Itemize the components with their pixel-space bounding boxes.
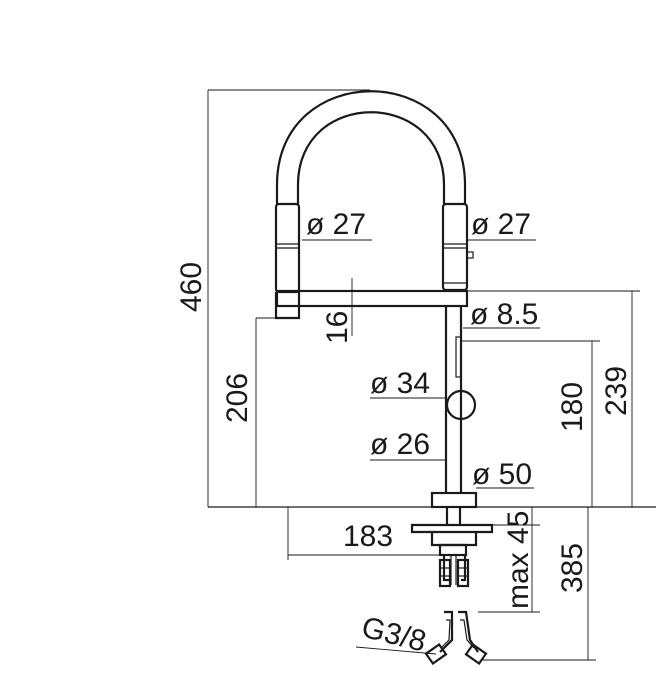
dim-total-height: 460 (175, 262, 208, 312)
dim-reach: 183 (343, 520, 393, 553)
dim-body-height: 180 (556, 382, 589, 432)
dim-spout-height: 239 (600, 366, 633, 416)
dim-max-deck-thickness: max 45 (502, 511, 535, 609)
dim-base-diameter: ø 50 (472, 458, 532, 491)
dim-head-left-diameter: ø 27 (306, 208, 366, 241)
faucet-outline (274, 90, 478, 509)
under-deck-mounting (410, 507, 494, 666)
dim-hose-length: 385 (556, 543, 589, 593)
dim-body-diameter-26: ø 26 (370, 428, 430, 461)
dim-spout-to-base: 206 (221, 373, 254, 423)
dim-handle-diameter: ø 34 (370, 367, 430, 400)
dim-body-diameter-85: ø 8.5 (470, 298, 538, 331)
dimension-lines (207, 89, 640, 661)
dim-connection-thread: G3/8 (358, 611, 429, 659)
dim-spout-thickness: 16 (321, 311, 354, 344)
dim-head-right-diameter: ø 27 (471, 208, 531, 241)
